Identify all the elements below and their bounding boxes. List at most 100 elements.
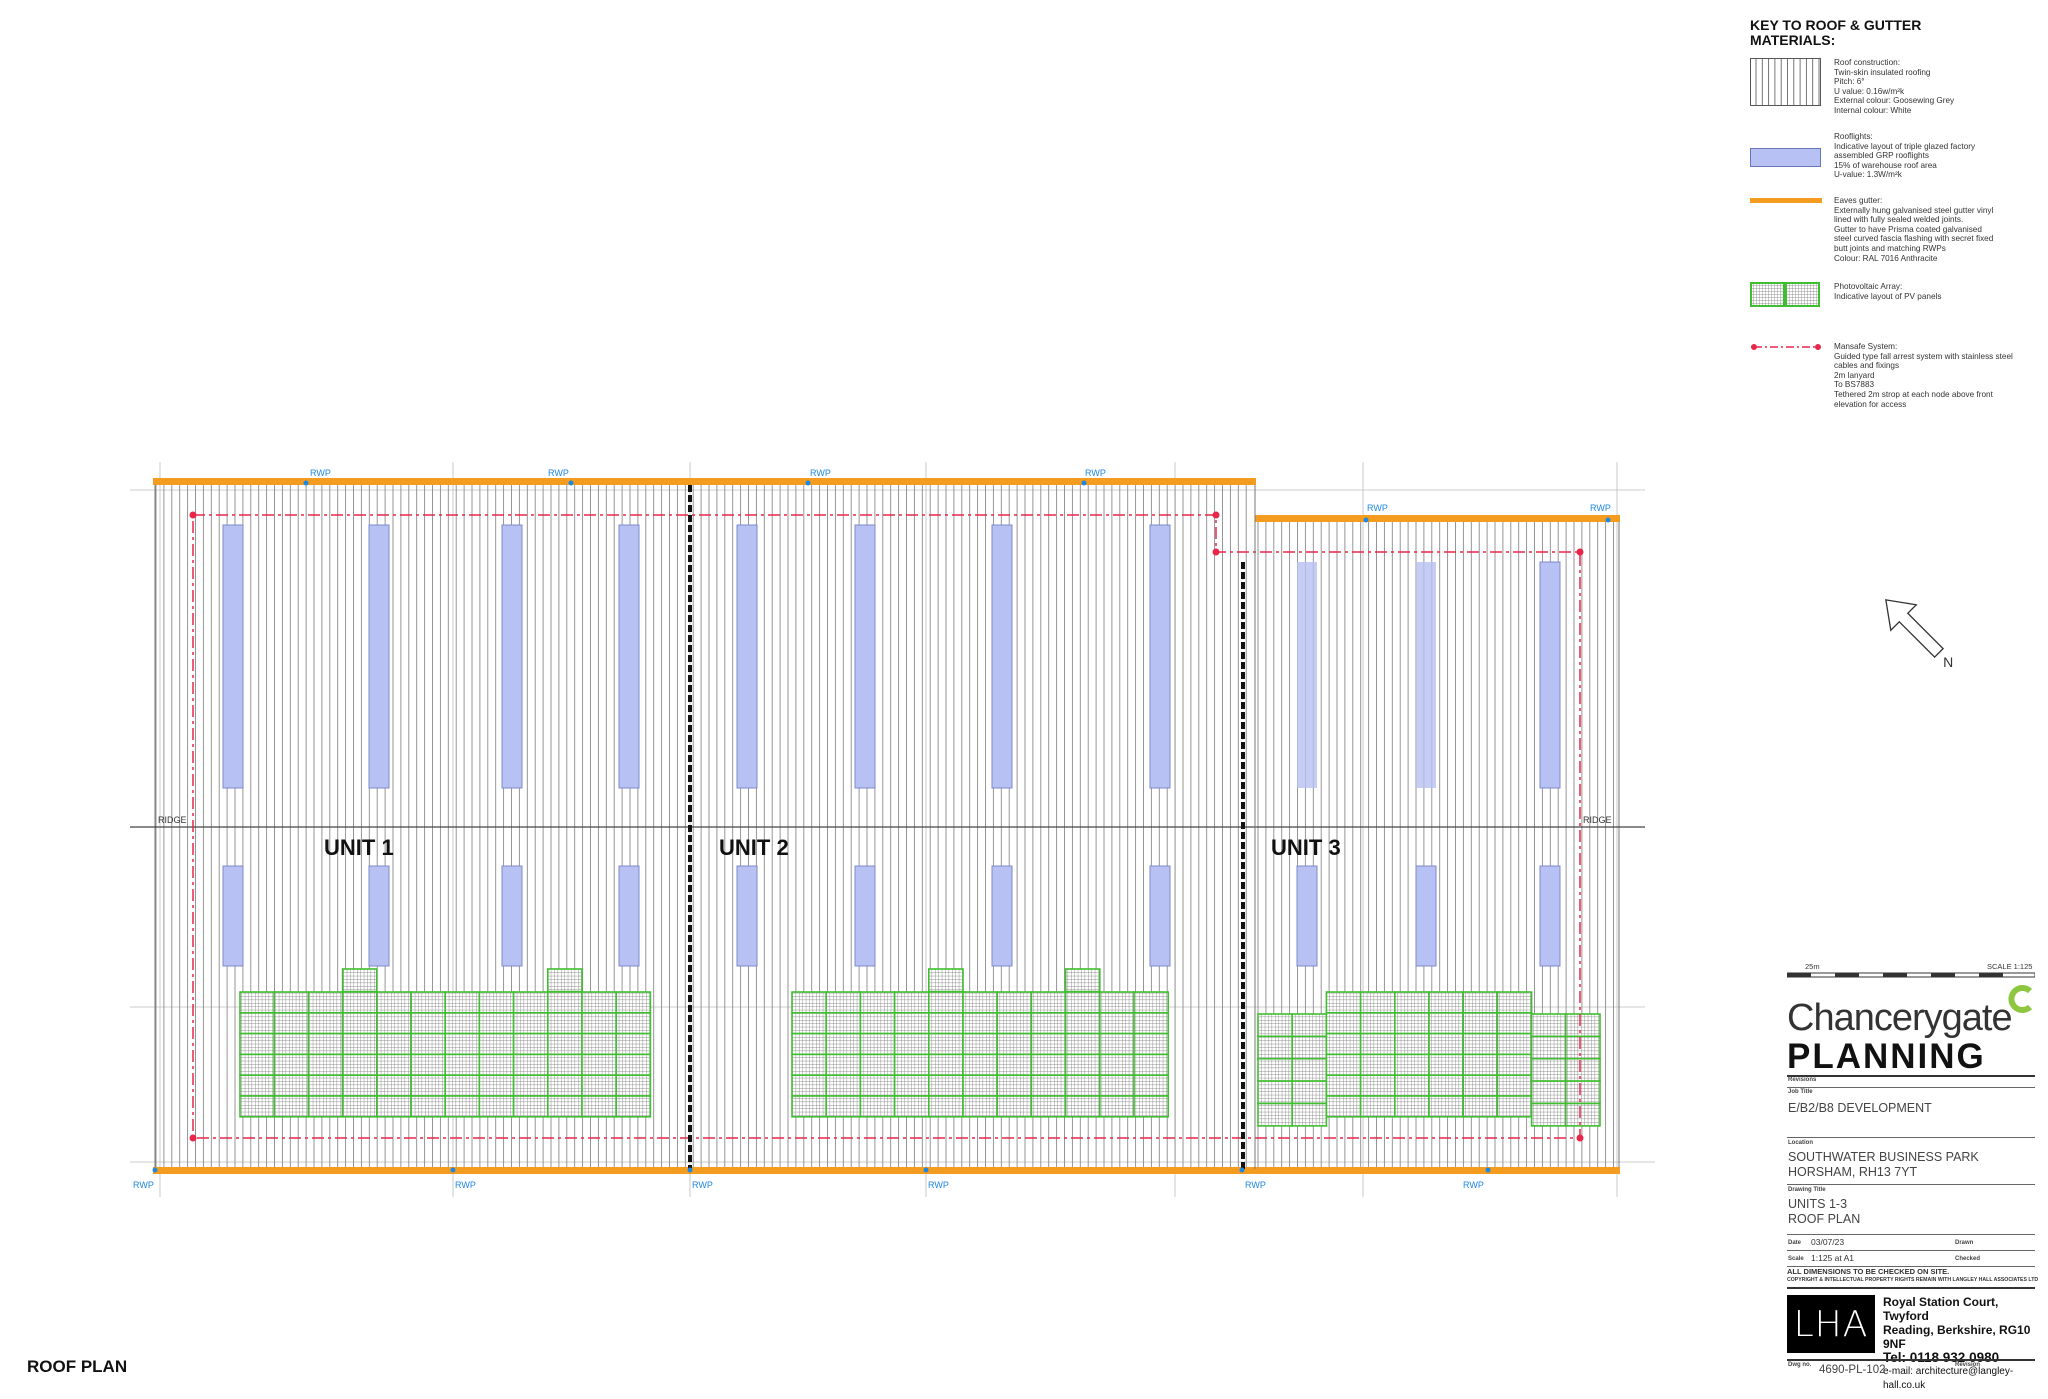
pv-panel [1394, 991, 1430, 1014]
job-title: E/B2/B8 DEVELOPMENT [1788, 1101, 1932, 1115]
rooflight [1539, 865, 1561, 967]
pv-panel [791, 1032, 828, 1056]
rooflight [1415, 865, 1437, 967]
rwp-marker [923, 1167, 929, 1173]
scale-bar [1787, 972, 2035, 978]
pv-panel [1462, 991, 1499, 1014]
pv-panel [1565, 1035, 1601, 1060]
pv-panel [341, 1074, 378, 1097]
lha-logo: LHA [1787, 1295, 1875, 1353]
pv-panel [375, 1053, 412, 1077]
pv-panel [1030, 991, 1067, 1014]
mansafe-node [1212, 548, 1220, 556]
pv-panel [615, 1053, 652, 1077]
pv-panel [273, 1074, 310, 1097]
pv-panel [825, 1032, 862, 1056]
pv-panel [893, 1032, 930, 1056]
pv-panel [239, 1032, 276, 1056]
rwp-label: RWP [1590, 503, 1611, 513]
date-label: Date [1788, 1240, 1802, 1246]
pv-panel [1530, 1013, 1567, 1038]
pv-panel [1428, 1074, 1465, 1097]
unit-1-label: UNIT 1 [324, 835, 394, 860]
pv-panel [1325, 1074, 1362, 1097]
pv-panel [1565, 1013, 1601, 1038]
rooflight [618, 524, 640, 789]
rwp-label: RWP [810, 468, 831, 478]
mansafe-system [189, 511, 1584, 1142]
rwp-marker [1485, 1167, 1491, 1173]
rwp-marker [152, 1167, 158, 1173]
pv-panel [239, 991, 276, 1014]
rwp-marker [1239, 1167, 1245, 1173]
pv-panel [1064, 991, 1101, 1014]
brand-subtitle: PLANNING [1787, 1037, 1986, 1076]
pv-panel [1291, 1102, 1328, 1127]
pv-panel [1064, 1074, 1101, 1097]
pv-panel [307, 1011, 344, 1035]
email: e-mail: architecture@langley-hall.co.uk [1883, 1366, 2014, 1391]
pv-panel [1099, 1074, 1135, 1097]
pv-panel [859, 1011, 896, 1035]
pv-panel [375, 1011, 412, 1035]
pv-panel [962, 1074, 999, 1097]
pv-panel [1496, 1053, 1533, 1077]
pv-panel [962, 1053, 999, 1077]
eaves-gutters [153, 478, 1620, 1174]
pv-panel [893, 1053, 930, 1077]
rwp-marker [450, 1167, 456, 1173]
pv-panel [1325, 1032, 1362, 1056]
lha-address: Royal Station Court, Twyford Reading, Be… [1883, 1295, 2035, 1393]
pv-panel [478, 1053, 515, 1077]
pv-panel [927, 1032, 964, 1056]
pv-panel [478, 991, 515, 1014]
materials-key: KEY TO ROOF & GUTTER MATERIALS: Roof con… [1750, 17, 2040, 409]
pv-panel [444, 1053, 481, 1077]
drawn-label: Drawn [1955, 1240, 1974, 1246]
pv-panel [1565, 1057, 1601, 1082]
rooflight [1416, 562, 1436, 788]
location-label: Location [1788, 1140, 1813, 1146]
rwp-marker [1605, 517, 1611, 523]
north-arrow-shape [1885, 599, 1945, 659]
pv-panel [1496, 991, 1533, 1014]
rooflight [1539, 561, 1561, 789]
pv-panel [1133, 1095, 1170, 1118]
rwp-marker [1363, 517, 1369, 523]
pv-panel [859, 1032, 896, 1056]
revisions-label: Revisions [1788, 1077, 1817, 1083]
pv-panel [444, 1074, 481, 1097]
pv-panel [962, 1032, 999, 1056]
pv-panel [1359, 991, 1396, 1014]
pv-panel [927, 1011, 964, 1035]
pv-panel [273, 1095, 310, 1118]
rwp-label: RWP [133, 1180, 154, 1190]
pv-panel [927, 991, 964, 1014]
unit-3-label: UNIT 3 [1271, 835, 1341, 860]
rooflight [368, 524, 390, 789]
dwg-no-label: Dwg no. [1788, 1362, 1812, 1368]
pv-panel [1030, 1095, 1067, 1118]
pv-panel [1064, 1053, 1101, 1077]
pv-panel [1496, 1011, 1533, 1035]
key-title: KEY TO ROOF & GUTTER MATERIALS: [1750, 17, 1922, 48]
pv-panel [962, 1011, 999, 1035]
pv-panel [478, 1011, 515, 1035]
mansafe-swatch-icon [1751, 344, 1821, 350]
pv-panel [273, 1032, 310, 1056]
pv-panel [1462, 1053, 1499, 1077]
pv-panel [825, 991, 862, 1014]
pv-panel [1133, 1032, 1170, 1056]
pv-panel [615, 991, 652, 1014]
rwp-label: RWP [548, 468, 569, 478]
ridge-label-left: RIDGE [158, 815, 187, 825]
pv-panel [825, 1053, 862, 1077]
dimensions-note: ALL DIMENSIONS TO BE CHECKED ON SITE. [1787, 1267, 1950, 1276]
brand-name: Chancerygate [1787, 997, 2013, 1039]
pv-panel [1462, 1011, 1499, 1035]
telephone: Tel: 0118 932 0980 [1883, 1350, 2000, 1365]
location: SOUTHWATER BUSINESS PARK HORSHAM, RH13 7… [1788, 1150, 1979, 1179]
copyright-note: COPYRIGHT & INTELLECTUAL PROPERTY RIGHTS… [1787, 1277, 2039, 1283]
pv-panel [273, 1011, 310, 1035]
pv-panel [1428, 1032, 1465, 1056]
